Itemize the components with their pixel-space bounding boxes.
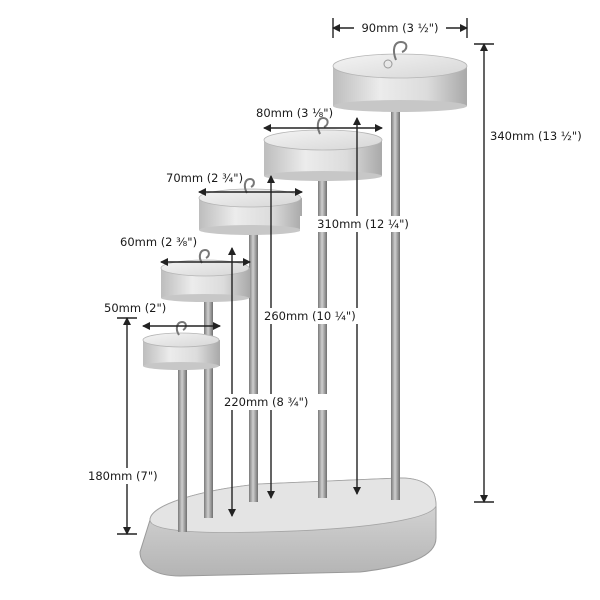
shaft-70 [249, 230, 258, 502]
whorl-60 [160, 248, 250, 302]
label-height-180: 180mm (7") [88, 469, 158, 483]
shaft-80 [318, 172, 327, 498]
label-height-260: 260mm (10 ¼") [264, 309, 356, 323]
whorl-90 [332, 40, 468, 112]
whorl-80 [263, 116, 383, 181]
label-width-90: 90mm (3 ½") [361, 21, 438, 35]
whorl-70 [198, 177, 302, 235]
label-height-310: 310mm (12 ¼") [317, 217, 409, 231]
label-width-60: 60mm (2 ⅜") [120, 235, 197, 249]
label-height-220: 220mm (8 ¾") [224, 395, 308, 409]
shaft-90 [391, 100, 400, 500]
whorl-50 [142, 320, 220, 370]
label-width-50: 50mm (2") [104, 301, 166, 315]
shaft-50 [178, 364, 187, 532]
shaft-60 [204, 296, 213, 518]
label-width-70: 70mm (2 ¾") [166, 171, 243, 185]
spindle-whorls [142, 40, 468, 370]
label-width-80: 80mm (3 ⅛") [256, 106, 333, 120]
spindle-shafts [178, 100, 400, 532]
label-height-340: 340mm (13 ½") [490, 129, 582, 143]
dimension-labels: 90mm (3 ½") 80mm (3 ⅛") 70mm (2 ¾") 60mm… [86, 20, 582, 484]
dimension-lines [117, 18, 494, 535]
stand-base [139, 477, 437, 577]
